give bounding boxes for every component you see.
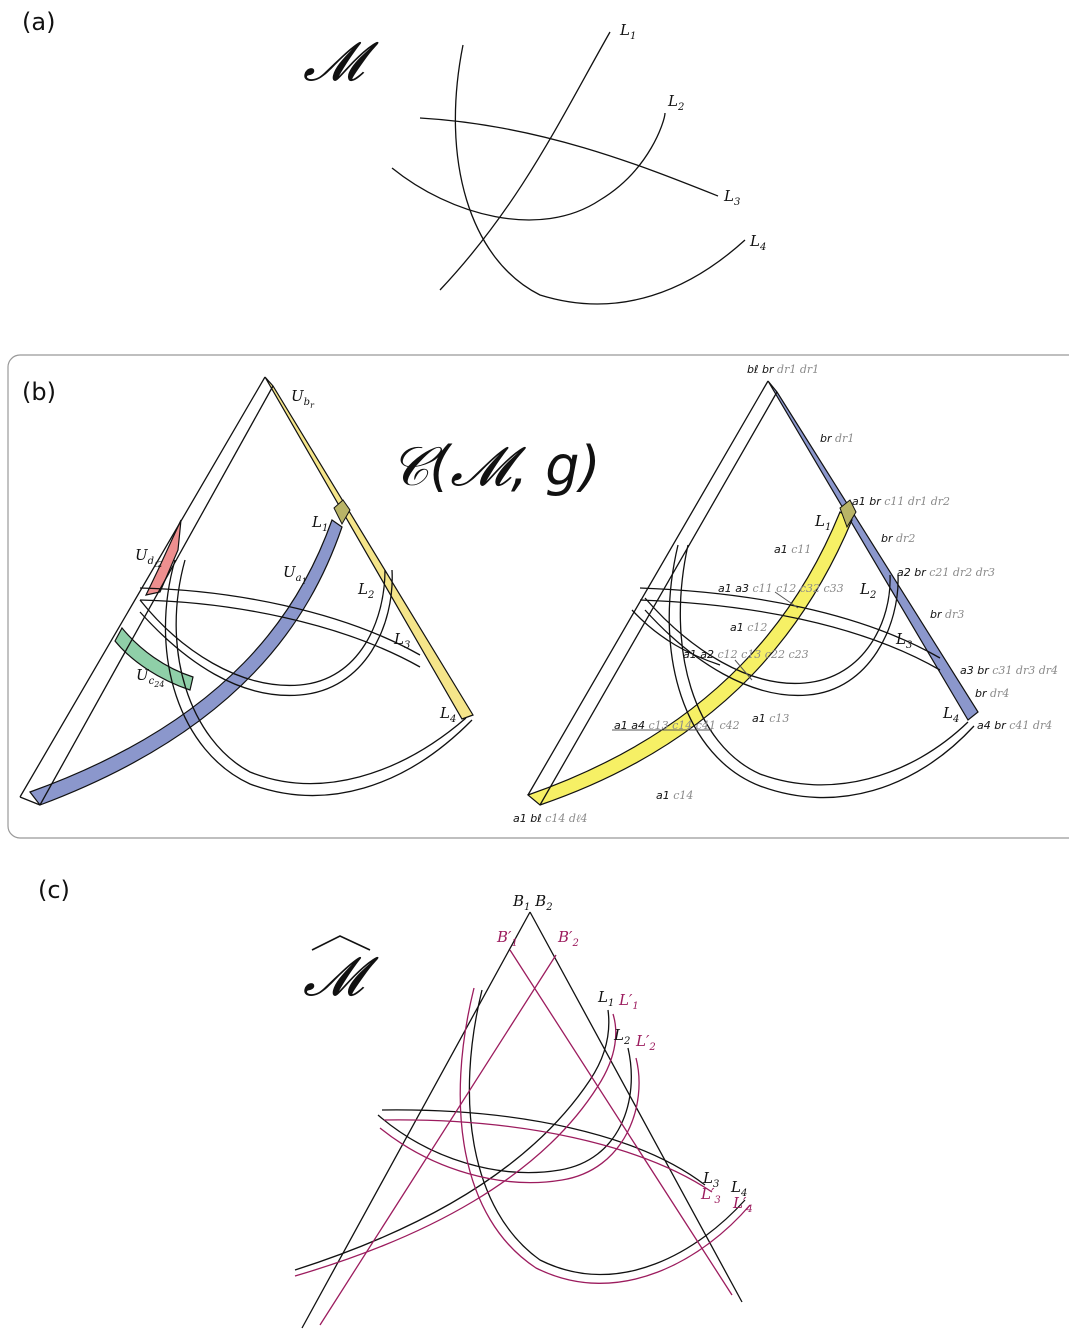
label-cL1p: L′1 <box>618 991 639 1012</box>
band-br <box>767 380 979 721</box>
panel-a-tag: (a) <box>22 8 55 36</box>
lbl-a3-row: a3 br c31 dr3 dr4 <box>960 664 1058 677</box>
band-U-dl2 <box>144 519 182 596</box>
pointer-a1a3 <box>774 591 799 609</box>
c-L1p <box>294 1013 617 1277</box>
lbl-a1a4: a1 a4 c13 c14 c41 c42 <box>614 719 740 732</box>
left-label-L3: L3 <box>393 630 410 651</box>
intersection-L1-br <box>839 499 857 529</box>
arc-L4-inner <box>164 559 473 797</box>
panel-c-tag: (c) <box>38 876 70 904</box>
lbl-a1c12: a1 c12 <box>730 621 767 634</box>
hat-accent <box>311 935 371 951</box>
bottom-edge <box>19 796 41 806</box>
arc-L3-outer <box>139 587 421 656</box>
lbl-a1-row: a1 br c11 dr1 dr2 <box>852 495 950 508</box>
curve-L2 <box>391 112 666 221</box>
lbl-a1a2: a1 a2 c12 c13 c22 c23 <box>683 648 809 661</box>
complex-title: 𝒞(𝓜, g) <box>390 435 601 498</box>
pointer-a1a2 <box>734 659 753 681</box>
lbl-top: bℓ br dr1 dr1 <box>747 363 819 376</box>
arc-L3-inner <box>139 599 421 668</box>
right-label-L2: L2 <box>859 580 876 601</box>
label-cL1: L1 <box>597 988 614 1009</box>
panel-b-tag: (b) <box>22 378 56 406</box>
left-label-L1: L1 <box>311 513 328 534</box>
panel-c: (c) 𝓜 B1 B2 B′1 B′2 L1 L′1 L2 L′2 L3 L′3… <box>38 876 753 1329</box>
left-label-L4: L4 <box>439 704 456 725</box>
c-L4p <box>459 987 751 1284</box>
c-L1 <box>294 1009 610 1271</box>
r-arc-L2-outer <box>644 574 891 685</box>
left-label-L2: L2 <box>357 580 374 601</box>
label-cL2: L2 <box>613 1026 630 1047</box>
lbl-a1a3: a1 a3 c11 c12 c32 c33 <box>718 582 844 595</box>
left-diagram: Ubr Udℓ2 Ua1 Uc24 L1 L2 L3 L4 <box>19 376 474 806</box>
arc-L4-outer <box>175 559 467 785</box>
label-U-br: Ubr <box>291 387 315 410</box>
right-label-L3: L3 <box>895 630 912 651</box>
lbl-br-dr2: br dr2 <box>881 532 915 545</box>
label-U-dl2: Udℓ2 <box>135 546 162 569</box>
r-left-edge-inner <box>539 391 778 806</box>
label-B1B2: B1 B2 <box>512 892 553 913</box>
right-label-L4: L4 <box>942 704 959 725</box>
r-arc-L3-outer <box>639 587 941 659</box>
lbl-a1c14: a1 c14 <box>656 789 693 802</box>
curve-L3 <box>419 117 719 197</box>
r-arc-L4-outer <box>679 544 969 786</box>
lbl-a4-row: a4 br c41 dr4 <box>977 719 1052 732</box>
left-edge-outer <box>19 376 266 798</box>
curve-L4 <box>454 44 746 305</box>
lbl-br-dr1: br dr1 <box>820 432 854 445</box>
r-arc-L3-inner <box>639 599 941 671</box>
c-L4 <box>468 989 746 1276</box>
left-edge-inner <box>39 385 274 806</box>
c-L2 <box>377 1047 632 1174</box>
curve-L1 <box>439 31 611 291</box>
c-L3p <box>383 1119 713 1193</box>
r-arc-L4-inner <box>668 544 975 799</box>
arc-L2-inner <box>139 569 393 697</box>
label-U-a1: Ua1 <box>283 563 307 586</box>
r-arc-L2-inner <box>644 574 899 697</box>
label-cL4p: L′4 <box>732 1194 753 1215</box>
label-L1: L1 <box>619 21 636 42</box>
lbl-br-dr4: br dr4 <box>975 687 1009 700</box>
c-Bp1 <box>509 949 733 1296</box>
label-L3: L3 <box>723 187 740 208</box>
panel-a: (a) 𝓜 L1 L2 L3 L4 <box>22 8 766 305</box>
label-Bp1: B′1 <box>496 928 518 949</box>
lbl-bottom: a1 bℓ c14 dℓ4 <box>513 812 588 825</box>
band-U-c24 <box>114 626 194 691</box>
panel-b-frame <box>7 354 1069 839</box>
lbl-a1c11: a1 c11 <box>774 543 811 556</box>
label-cL2p: L′2 <box>635 1032 656 1053</box>
intersection-L1-Ubr <box>333 499 351 526</box>
manifold-hat-symbol: 𝓜 <box>303 945 379 1008</box>
label-Bp2: B′2 <box>557 928 579 949</box>
r-inner-left-loop <box>631 609 721 666</box>
c-Bp2 <box>319 954 557 1326</box>
c-L3 <box>381 1109 706 1186</box>
arc-L2-outer <box>139 569 386 687</box>
lbl-a2-row: a2 br c21 dr2 dr3 <box>897 566 995 579</box>
label-L4: L4 <box>749 232 766 253</box>
band-U-br <box>264 376 474 720</box>
c-L2p <box>379 1057 640 1184</box>
right-diagram: L1 L2 L3 L4 bℓ br dr1 dr1 br dr1 a1 br c… <box>513 363 1058 825</box>
label-L2: L2 <box>667 92 684 113</box>
lbl-br-dr3: br dr3 <box>930 608 964 621</box>
right-label-L1: L1 <box>814 512 831 533</box>
panel-b: (b) 𝒞(𝓜, g) Ubr Udℓ2 Ua1 Uc24 <box>7 354 1069 839</box>
manifold-symbol: 𝓜 <box>303 30 379 93</box>
lbl-a1c13: a1 c13 <box>752 712 789 725</box>
